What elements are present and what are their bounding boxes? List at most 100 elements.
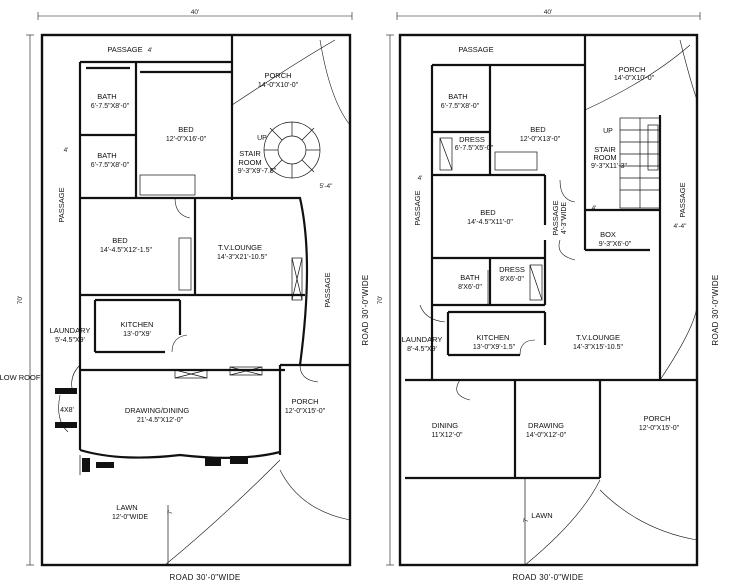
plan-b-dining: DINING	[432, 421, 458, 430]
plan-a-width-dim: 40'	[191, 9, 199, 16]
plan-a-dim-4b: 4'	[64, 147, 69, 154]
plan-a-lawn: LAWN	[116, 503, 137, 512]
plan-a-stair-size: 9'-3"X9'-7.5"	[238, 168, 277, 175]
plan-a-bath1: BATH	[97, 92, 116, 101]
plan-b-plot-boundary	[398, 33, 699, 567]
plan-b-porch-bottom: PORCH	[643, 414, 670, 423]
plan-b-porch-top-size: 14'-0"X10'-0"	[614, 75, 655, 82]
plan-b-box-size: 9'-3"X6'-0"	[599, 241, 632, 248]
plan-b-dim-44: 4'-4"	[674, 223, 688, 230]
plan-a-labels: 40' 70' ROAD 30'-0"WIDE ROAD 30'-0"WIDE …	[0, 9, 370, 582]
plan-a-dim-7: 7'	[167, 510, 174, 515]
plan-b-bed2: BED	[480, 208, 496, 217]
plan-b-dress2-size: 8'X6'-0"	[500, 276, 524, 283]
plan-b-dim-4b: 4'	[592, 205, 597, 212]
plan-b-laundry: LAUNDARY	[402, 335, 443, 344]
plan-b-bath1: BATH	[448, 92, 467, 101]
plan-b-box: BOX	[600, 230, 616, 239]
plan-b-fixtures	[439, 124, 698, 565]
plan-a-stair-room: ROOM	[238, 158, 261, 167]
plan-b-drawing-size: 14'-0"X12'-0"	[526, 432, 567, 439]
plan-a-laundry: LAUNDARY	[50, 326, 91, 335]
plan-a-drawing-size: 21'-4.5"X12'-0"	[137, 417, 184, 424]
plan-b-bath1-size: 6'-7.5"X8'-0"	[441, 103, 480, 110]
plan-b-dining-size: 11'X12'-0"	[431, 432, 463, 439]
plan-b-road-bottom: ROAD 30'-0"WIDE	[512, 573, 583, 582]
plan-a-road-bottom: ROAD 30'-0"WIDE	[169, 573, 240, 582]
plan-a-bed2: BED	[112, 236, 128, 245]
plan-b-bed1: BED	[530, 125, 546, 134]
plan-b-dimension-lines	[386, 12, 701, 566]
plan-a-bath2-size: 6'-7.5"X8'-0"	[91, 162, 130, 169]
plan-b-dress1-size: 6'-7.5"X5'-0"	[455, 145, 494, 152]
plan-b-up: UP	[603, 128, 613, 135]
plan-b-bath2-size: 8'X6'-0"	[458, 284, 482, 291]
plan-a-tv: T.V.LOUNGE	[218, 243, 262, 252]
plan-a-solid-walls	[55, 388, 248, 472]
plan-b-bed1-size: 12'-0"X13'-0"	[520, 136, 561, 143]
plan-b-porch-top: PORCH	[618, 65, 645, 74]
plan-a-fixtures	[79, 174, 303, 565]
plan-a-lawn-size: 12'-0"WIDE	[112, 514, 148, 521]
plan-a-bed1: BED	[178, 125, 194, 134]
plan-a-bath1-size: 6'-7.5"X8'-0"	[91, 103, 130, 110]
plan-b-depth-dim: 70'	[377, 296, 384, 304]
plan-b-passage-mid: PASSAGE	[551, 200, 560, 235]
plan-a-drawing: DRAWING/DINING	[125, 406, 189, 415]
plan-a-bath2: BATH	[97, 151, 116, 160]
plan-b-walls	[405, 35, 697, 480]
plan-b	[386, 12, 701, 567]
plan-a-stair: STAIR	[239, 149, 261, 158]
plan-b-road-right: ROAD 30'-0"WIDE	[711, 274, 720, 345]
plan-b-stair-size: 9'-3"X11'-3"	[591, 163, 627, 170]
plan-b-laundry-size: 8'-4.5"X9'	[407, 346, 437, 353]
plan-a-kitchen-size: 13'-0"X9'	[123, 331, 151, 338]
plan-b-stair	[619, 117, 661, 209]
plan-a-bed2-size: 14'-4.5"X12'-1.5"	[100, 247, 153, 254]
plan-a-porch-bottom: PORCH	[291, 397, 318, 406]
plan-b-kitchen: KITCHEN	[477, 333, 510, 342]
plan-b-labels: 40' 70' ROAD 30'-0"WIDE ROAD 30'-0"WIDE …	[377, 9, 720, 582]
plan-b-dress2: DRESS	[499, 265, 525, 274]
plan-b-dim-7: 7'	[523, 518, 530, 523]
plan-a-depth-dim: 70'	[17, 296, 24, 304]
plan-b-passage-top: PASSAGE	[458, 45, 493, 54]
plan-a-bed1-size: 12'-0"X16'-0"	[166, 136, 207, 143]
plan-a-door-swings	[58, 39, 351, 566]
plan-b-tv-size: 14'-3"X15'-10.5"	[573, 344, 624, 351]
plan-a-passage-top: PASSAGE	[107, 45, 142, 54]
plan-b-stair: STAIR	[594, 145, 616, 154]
plan-b-lawn: LAWN	[531, 511, 552, 520]
plan-a-porch-bottom-size: 12'-0"X15'-0"	[285, 408, 326, 415]
plan-b-dress1: DRESS	[459, 135, 485, 144]
plan-a-passage-left: PASSAGE	[57, 187, 66, 222]
plan-b-passage-left: PASSAGE	[413, 190, 422, 225]
plan-b-bed2-size: 14'-4.5"X11'-0"	[467, 219, 513, 226]
plan-a-plot-boundary	[40, 33, 352, 567]
plan-b-tv: T.V.LOUNGE	[576, 333, 620, 342]
plan-b-door-swings	[419, 39, 698, 566]
plan-a-dim-54: 5'-4"	[320, 183, 334, 190]
plan-a-tv-size: 14'-3"X21'-10.5"	[217, 254, 268, 261]
plan-a-road-right: ROAD 30'-0"WIDE	[361, 274, 370, 345]
plan-b-porch-bottom-size: 12'-0"X15'-0"	[639, 425, 680, 432]
plan-a-tank: 4X8'	[60, 407, 74, 414]
plan-b-kitchen-size: 13'-0"X9'-1.5"	[473, 344, 516, 351]
plan-a-stair	[263, 121, 321, 179]
plan-b-bath2: BATH	[460, 273, 479, 282]
plan-b-passage-mid-size: 4'-3"WIDE	[561, 202, 568, 235]
plan-a-up: UP	[257, 135, 267, 142]
plan-b-width-dim: 40'	[544, 9, 552, 16]
plan-a-passage-right: PASSAGE	[323, 272, 332, 307]
plan-a-dimension-lines	[26, 12, 353, 566]
plan-a-dim-4a: 4'	[148, 47, 153, 54]
plan-a-kitchen: KITCHEN	[121, 320, 154, 329]
plan-a-porch-top-size: 14'-0"X10'-0"	[258, 82, 299, 89]
plan-b-drawing: DRAWING	[528, 421, 564, 430]
plan-b-stair-room: ROOM	[593, 153, 616, 162]
plan-a-low-roof: LOW ROOF	[0, 373, 41, 382]
plan-a-laundry-size: 5'-4.5"X9'	[55, 337, 85, 344]
plan-a-porch-top: PORCH	[264, 71, 291, 80]
plan-b-dim-4a: 4'	[418, 175, 423, 182]
